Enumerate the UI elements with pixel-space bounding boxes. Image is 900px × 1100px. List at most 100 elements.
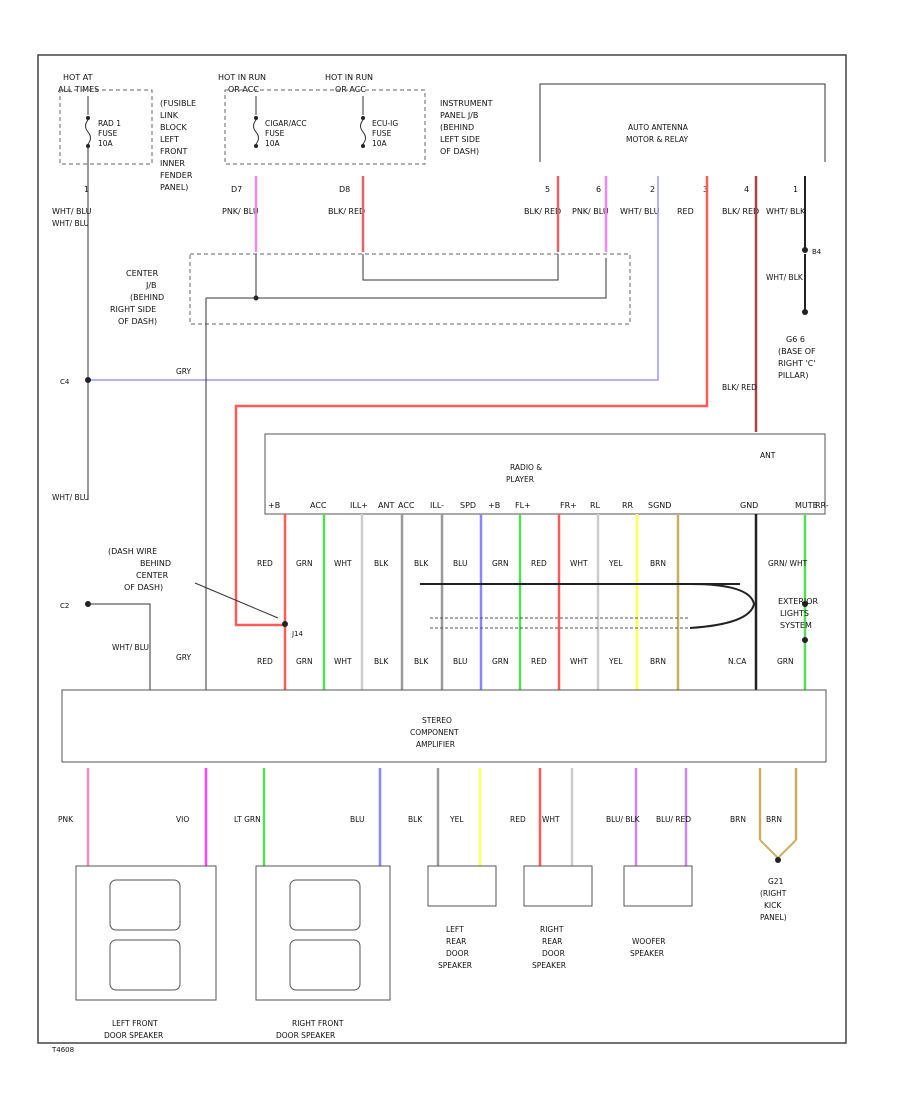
left-front-speaker: LEFT FRONT DOOR SPEAKER (75, 865, 217, 1040)
svg-text:J/B: J/B (145, 281, 157, 290)
svg-text:PANEL): PANEL) (160, 183, 188, 192)
rad-fuse-type: FUSE (98, 129, 118, 138)
connector-c2-label: C2 (60, 602, 69, 610)
svg-text:BLK/ RED: BLK/ RED (328, 207, 365, 216)
left-rear-speaker: LEFT REAR DOOR SPEAKER (427, 865, 497, 970)
or-acc-label-2: OR ACC (335, 85, 366, 94)
fusible-link-note: (FUSIBLE LINK BLOCK LEFT FRONT INNER FEN… (160, 99, 196, 192)
svg-text:FRONT: FRONT (160, 147, 187, 156)
right-front-label-1: RIGHT FRONT (292, 1019, 344, 1028)
fuse-icon (86, 116, 90, 120)
radio-wire-label-bottom: BLK (414, 657, 429, 666)
gry-label-2: GRY (176, 653, 192, 662)
svg-text:BLOCK: BLOCK (160, 123, 188, 132)
cigar-fuse-name: CIGAR/ACC (265, 119, 307, 128)
svg-text:DOOR: DOOR (446, 949, 469, 958)
svg-text:2: 2 (650, 185, 655, 194)
ip-jb-block (224, 89, 426, 165)
connector-c5 (802, 601, 808, 607)
fuse-header-group: HOT AT ALL TIMES HOT IN RUN OR ACC HOT I… (58, 73, 373, 94)
ecu-fuse-type: FUSE (372, 129, 392, 138)
svg-text:DOOR: DOOR (542, 949, 565, 958)
ecu-fuse-name: ECU-IG (372, 119, 398, 128)
dash-wire-note: (DASH WIRE BEHIND CENTER OF DASH) (108, 547, 171, 592)
radio-wire-label-bottom: GRN (777, 657, 794, 666)
radio-wire-label-top: BLK (374, 559, 389, 568)
svg-text:BEHIND: BEHIND (140, 559, 171, 568)
ground-g21-icon (775, 857, 781, 863)
right-rear-speaker: RIGHT REAR DOOR SPEAKER (523, 865, 593, 970)
radio-pin-label: RR (622, 501, 634, 510)
splice-j14 (282, 621, 288, 627)
svg-text:LEFT: LEFT (446, 925, 464, 934)
radio-pin-label: GND (740, 501, 758, 510)
ground-b4-splice (802, 247, 808, 253)
svg-text:G6 6: G6 6 (786, 335, 805, 344)
auto-antenna-title: AUTO ANTENNA (628, 123, 689, 132)
radio-pin-label: RL (590, 501, 601, 510)
svg-text:BLK/ RED: BLK/ RED (722, 207, 759, 216)
rad-fuse: RAD 1 FUSE 10A (85, 96, 121, 500)
svg-text:PNK/ BLU: PNK/ BLU (572, 207, 609, 216)
woofer-speaker: WOOFER SPEAKER (623, 865, 693, 958)
top-wire-labels: WHT/ BLU PNK/ BLU BLK/ RED BLK/ RED PNK/… (52, 207, 806, 216)
blk-red-label-2: BLK/ RED (722, 383, 757, 392)
radio-pin-label: FL+ (515, 501, 531, 510)
radio-wire-label-bottom: YEL (608, 657, 623, 666)
radio-pin-label: +B (268, 501, 280, 510)
radio-wire-label-bottom: GRN (296, 657, 313, 666)
svg-text:SPEAKER: SPEAKER (438, 961, 472, 970)
svg-text:OF DASH): OF DASH) (440, 147, 479, 156)
cigar-fuse-type: FUSE (265, 129, 285, 138)
speaker-wire-label: BLU/ RED (656, 815, 691, 824)
radio-wire-label-top: BRN (650, 559, 666, 568)
splice-j14-label: J14 (291, 630, 304, 638)
hot-run-label-2: HOT IN RUN (325, 73, 373, 82)
radio-player: RADIO & PLAYER ANT (264, 433, 826, 515)
radio-wire-label-bottom: BLU (453, 657, 467, 666)
diagram-frame (37, 54, 847, 1044)
svg-text:(BASE OF: (BASE OF (778, 347, 816, 356)
svg-text:PANEL J/B: PANEL J/B (440, 111, 478, 120)
speaker-wire-label: BRN (730, 815, 746, 824)
radio-wire-label-top: RED (531, 559, 547, 568)
svg-text:G21: G21 (768, 877, 784, 886)
svg-text:KICK: KICK (764, 901, 782, 910)
radio-wire-label-bottom: RED (531, 657, 547, 666)
svg-text:SYSTEM: SYSTEM (780, 621, 812, 630)
ground-g21: G21 (RIGHT KICK PANEL) (759, 839, 797, 922)
svg-text:1: 1 (84, 185, 89, 194)
amp-title-1: STEREO (422, 716, 452, 725)
corner-code: T4608 (51, 1046, 74, 1054)
radio-wire-label-bottom: WHT (570, 657, 588, 666)
radio-pin-label: +B (488, 501, 500, 510)
fuse-icon (254, 116, 258, 120)
connector-c4-label: C4 (60, 378, 70, 386)
left-label-2: WHT/ BLU (52, 493, 89, 502)
svg-text:WHT/ BLU: WHT/ BLU (620, 207, 660, 216)
radio-wire-label-top: WHT (570, 559, 588, 568)
exterior-lights-label: EXTERIOR LIGHTS SYSTEM (778, 597, 819, 630)
hot-run-label-1: HOT IN RUN (218, 73, 266, 82)
left-front-label-1: LEFT FRONT (112, 1019, 158, 1028)
radio-pin-label: ANT (378, 501, 394, 510)
svg-text:OF DASH): OF DASH) (124, 583, 163, 592)
fuse-icon (361, 116, 365, 120)
cigar-fuse-amps: 10A (265, 139, 281, 148)
svg-text:LEFT SIDE: LEFT SIDE (440, 135, 480, 144)
speaker-wire-label: BLU (350, 815, 364, 824)
auto-antenna-subtitle: MOTOR & RELAY (626, 135, 689, 144)
svg-text:WHT/ BLU: WHT/ BLU (52, 207, 92, 216)
radio-pin-label: SPD (460, 501, 476, 510)
svg-text:WHT/ BLK: WHT/ BLK (766, 207, 806, 216)
ip-jb-note: INSTRUMENT PANEL J/B (BEHIND LEFT SIDE O… (440, 99, 493, 156)
svg-text:RED: RED (677, 207, 694, 216)
radio-wire-label-top: GRN (492, 559, 509, 568)
amp-title-3: AMPLIFIER (416, 740, 455, 749)
svg-text:RIGHT 'C': RIGHT 'C' (778, 359, 816, 368)
svg-text:(DASH WIRE: (DASH WIRE (108, 547, 157, 556)
svg-text:RIGHT SIDE: RIGHT SIDE (110, 305, 156, 314)
